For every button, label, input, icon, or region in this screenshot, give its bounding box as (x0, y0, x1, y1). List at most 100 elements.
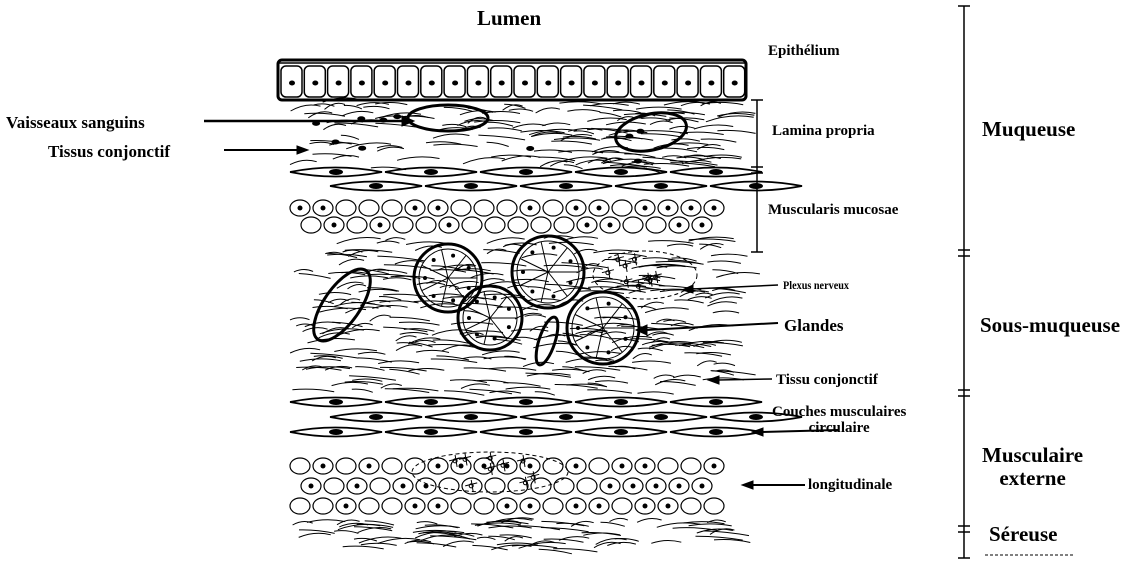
gland-nucleus (432, 294, 436, 298)
plexus-cell (602, 267, 614, 279)
fiber (442, 124, 466, 126)
fiber (397, 157, 439, 160)
cell-nucleus (592, 81, 598, 86)
round-cell-nucleus (505, 504, 510, 509)
round-cell (531, 478, 551, 494)
fiber (319, 293, 351, 295)
tissus-conjonctif-label: Tissus conjonctif (48, 143, 170, 160)
cell-nucleus (406, 81, 412, 86)
round-cell-nucleus (620, 464, 625, 469)
fiber (641, 134, 683, 137)
fiber (299, 533, 331, 537)
round-cell-nucleus (597, 504, 602, 509)
plexus-cell (465, 480, 477, 492)
fiber (713, 311, 739, 313)
fiber (358, 352, 386, 354)
fiber (669, 126, 694, 129)
lumen-label: Lumen (477, 8, 541, 29)
cell-nucleus (685, 81, 691, 86)
round-cell (646, 217, 666, 233)
fiber (541, 528, 589, 532)
round-cell (474, 200, 494, 216)
fiber (564, 165, 583, 169)
cell-nucleus (615, 81, 621, 86)
fiber (337, 237, 381, 243)
cell-nucleus (545, 81, 551, 86)
fiber (352, 389, 373, 392)
fiber (633, 354, 652, 359)
fiber (615, 366, 635, 369)
round-cell-nucleus (574, 464, 579, 469)
fiber (299, 274, 331, 279)
gland-septum (448, 255, 466, 278)
fiber (601, 522, 625, 526)
fiber (444, 391, 484, 395)
round-cell (324, 478, 344, 494)
fiber (609, 253, 647, 256)
cell-nucleus (312, 81, 318, 86)
fiber (502, 156, 541, 161)
fiber (481, 263, 526, 266)
round-cell (623, 217, 643, 233)
round-cell (451, 498, 471, 514)
gland-nucleus (467, 266, 471, 270)
muscle-nucleus (614, 169, 628, 175)
gland-septum (596, 328, 603, 358)
fiber (650, 121, 673, 125)
gland-nucleus (552, 294, 556, 298)
fiber (292, 389, 334, 392)
cell-nucleus (499, 81, 505, 86)
fiber (674, 300, 703, 303)
round-cell-nucleus (344, 504, 349, 509)
round-cell (290, 458, 310, 474)
round-cell-nucleus (459, 464, 464, 469)
externe-text: externe (982, 467, 1083, 490)
round-cell-nucleus (309, 484, 314, 489)
fiber (587, 390, 632, 393)
round-cell-nucleus (332, 223, 337, 228)
fiber (667, 244, 693, 246)
muscle-nucleus (329, 399, 343, 405)
fiber (632, 361, 671, 363)
fiber (596, 539, 627, 545)
cell-nucleus (522, 81, 528, 86)
tissu-conjonctif-label: Tissu conjonctif (776, 373, 878, 388)
fiber (551, 141, 592, 144)
gland-nucleus (624, 315, 628, 319)
fiber (695, 293, 713, 295)
fiber (488, 128, 522, 131)
gland-nucleus (569, 281, 573, 285)
fiber (334, 123, 378, 127)
vaisseaux-sanguins-label: Vaisseaux sanguins (6, 114, 145, 131)
muscle-nucleus (709, 399, 723, 405)
fiber (648, 241, 693, 244)
gland-septum (575, 328, 603, 342)
fiber (535, 392, 555, 395)
fiber (491, 545, 531, 550)
cell-nucleus (452, 81, 458, 86)
round-cell (359, 200, 379, 216)
gland-septum (575, 315, 603, 329)
fiber (506, 387, 551, 389)
gland-nucleus (507, 325, 511, 329)
fiber (567, 110, 600, 112)
gland-nucleus (530, 250, 534, 254)
fiber (415, 340, 435, 342)
round-cell-nucleus (413, 504, 418, 509)
fiber (588, 376, 615, 380)
fiber (587, 118, 626, 121)
gland-septum (541, 242, 548, 272)
muscle-nucleus (519, 429, 533, 435)
muscle-nucleus (559, 183, 573, 189)
fiber (290, 348, 320, 353)
fiber (352, 379, 382, 381)
fiber (339, 259, 364, 265)
fiber (384, 265, 431, 269)
cell-nucleus (475, 81, 481, 86)
fiber (574, 131, 594, 134)
fiber (400, 332, 429, 334)
round-cell-nucleus (574, 504, 579, 509)
round-cell (543, 458, 563, 474)
fiber (433, 144, 477, 146)
muscle-nucleus (709, 169, 723, 175)
